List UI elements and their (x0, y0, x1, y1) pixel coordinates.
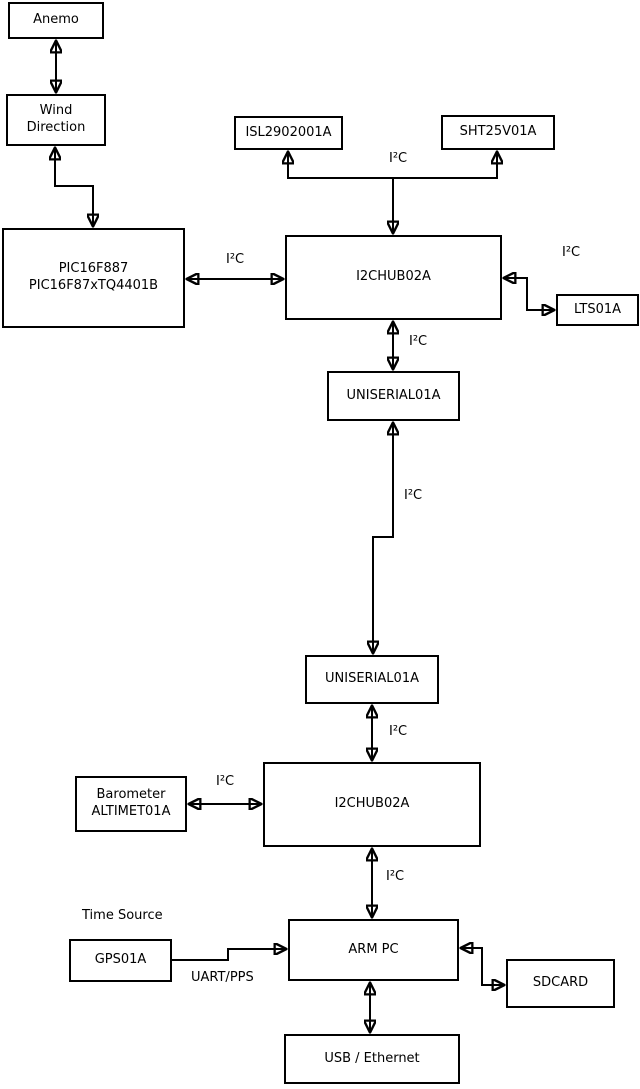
wire-gps-arm (172, 949, 286, 961)
node-label: Wind Direction (26, 103, 86, 135)
node-pic-microcontroller: PIC16F887 PIC16F87xTQ4401B (2, 228, 185, 328)
node-gps: GPS01A (69, 939, 172, 982)
node-arm-pc: ARM PC (288, 919, 459, 981)
wire-arm-sdcard (461, 948, 504, 985)
node-label: ARM PC (348, 941, 399, 957)
node-label: LTS01A (573, 301, 622, 317)
time-source-label: Time Source (82, 908, 163, 923)
node-barometer: Barometer ALTIMET01A (75, 776, 187, 832)
wire-hub1-lts (504, 278, 554, 310)
node-label: GPS01A (94, 952, 147, 968)
node-label: UNISERIAL01A (346, 387, 441, 403)
node-label: SHT25V01A (459, 124, 537, 140)
i2c-label-sensor-bus: I²C (389, 151, 408, 166)
node-i2c-hub-2: I2CHUB02A (263, 762, 481, 847)
node-uniserial-1: UNISERIAL01A (327, 371, 460, 421)
node-wind-direction: Wind Direction (6, 94, 106, 146)
wire-uni1-uni2 (373, 423, 393, 653)
node-label: PIC16F887 PIC16F87xTQ4401B (28, 261, 159, 293)
node-label: Barometer ALTIMET01A (91, 787, 171, 819)
node-label: Anemo (33, 12, 79, 28)
node-usb-ethernet: USB / Ethernet (284, 1034, 460, 1084)
i2c-label-uni1-uni2: I²C (404, 488, 423, 503)
i2c-label-uni2-hub2: I²C (389, 724, 408, 739)
i2c-label-hub1-uni1: I²C (409, 334, 428, 349)
wire-wind-pic (55, 148, 93, 226)
node-label: SDCARD (532, 975, 589, 991)
node-uniserial-2: UNISERIAL01A (305, 655, 439, 704)
uart-pps-label: UART/PPS (191, 970, 254, 985)
node-label: I2CHUB02A (334, 796, 410, 812)
node-sht-sensor: SHT25V01A (441, 115, 555, 150)
node-label: I2CHUB02A (356, 269, 431, 285)
i2c-label-baro-hub2: I²C (216, 774, 235, 789)
i2c-label-pic-hub1: I²C (226, 252, 245, 267)
node-lts-sensor: LTS01A (556, 294, 639, 326)
node-label: UNISERIAL01A (325, 671, 419, 687)
node-anemometer: Anemo (8, 2, 104, 39)
i2c-label-hub2-arm: I²C (386, 869, 405, 884)
node-label: ISL2902001A (245, 124, 332, 140)
node-label: USB / Ethernet (324, 1050, 420, 1066)
node-isl-sensor: ISL2902001A (234, 116, 343, 150)
node-i2c-hub-1: I2CHUB02A (285, 235, 502, 320)
node-sdcard: SDCARD (506, 959, 615, 1008)
i2c-label-hub1-lts: I²C (562, 245, 581, 260)
